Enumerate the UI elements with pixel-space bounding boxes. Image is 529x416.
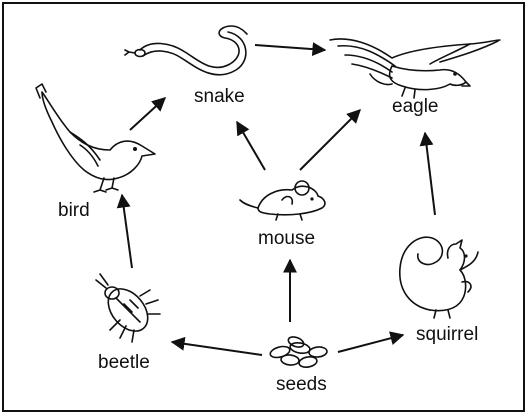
node-label-eagle: eagle — [392, 96, 439, 118]
node-label-squirrel: squirrel — [416, 324, 478, 346]
snake-icon — [125, 26, 247, 75]
arrow-squirrel-eagle — [425, 133, 435, 215]
mouse-icon — [240, 181, 325, 220]
squirrel-icon — [400, 237, 478, 318]
arrow-seeds-squirrel — [338, 335, 403, 352]
eagle-icon — [330, 39, 500, 98]
arrow-beetle-bird — [122, 195, 132, 268]
arrow-mouse-eagle — [300, 110, 360, 170]
node-label-beetle: beetle — [98, 352, 150, 374]
arrow-snake-eagle — [255, 45, 325, 50]
arrows — [122, 45, 435, 355]
arrow-seeds-beetle — [172, 342, 262, 355]
arrow-mouse-snake — [237, 122, 265, 170]
seeds-icon — [269, 335, 327, 368]
node-label-bird: bird — [58, 200, 90, 222]
arrow-bird-snake — [130, 98, 165, 130]
node-label-snake: snake — [194, 86, 245, 108]
node-label-seeds: seeds — [276, 374, 327, 396]
beetle-icon — [96, 274, 160, 342]
bird-icon — [36, 84, 155, 192]
node-label-mouse: mouse — [258, 228, 315, 250]
